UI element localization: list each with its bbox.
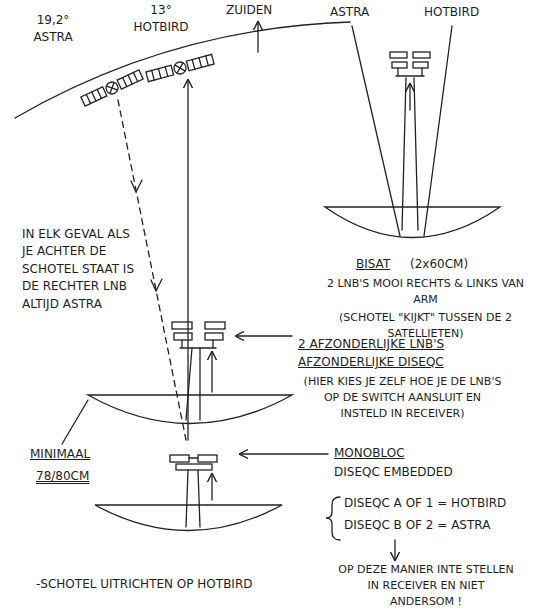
size-label: 78/80CM [36,468,89,485]
leader-line [62,400,88,444]
lnb-symbol [390,52,430,76]
note-text: 2 LNB'S MOOI RECHTS & LINKS VAN ARM [318,276,533,308]
satellite-symbol [146,53,215,82]
dish-arm [186,348,200,420]
note-text: IN ELK GEVAL ALS JE ACHTER DE SCHOTEL ST… [22,226,140,313]
direction-label: ZUIDEN [226,2,272,19]
satellite-label: ASTRA [330,4,369,21]
pointer-arrow [240,453,328,454]
dish-symbol [88,395,292,424]
dish-title: MONOBLOC [334,445,405,462]
signal-arrow [211,474,212,500]
signal-arrow [131,180,142,192]
setting-text: DISEQC B OF 2 = ASTRA [344,517,490,534]
note-text: -SCHOTEL UITRICHTEN OP HOTBIRD [36,576,253,593]
satellite-label: 13° HOTBIRD [128,2,194,37]
dish-symbol [325,207,500,238]
satellite-label: HOTBIRD [424,4,479,21]
pointer-arrow [394,540,395,560]
satellite-label: 19,2° ASTRA [26,12,80,47]
signal-arrow [211,352,212,392]
direction-arrow [257,22,258,52]
note-text: OP DEZE MANIER INTE STELLEN IN RECEIVER … [336,562,516,610]
note-text: (HIER KIES JE ZELF HOE JE DE LNB'S OP DE… [300,374,505,422]
dish-size: (2x60CM) [410,256,468,273]
setting-text: DISEQC A OF 1 = HOTBIRD [344,495,506,512]
brace [326,497,340,540]
size-label: MINIMAAL [30,446,90,463]
lnb-symbol [170,455,217,470]
dish-subtitle: DISEQC EMBEDDED [334,464,453,481]
signal-arrow [409,84,410,110]
dish-title: 2 AFZONDERLIJKE LNB'S [298,336,444,353]
satellite-symbol [80,69,143,107]
dish-arm [186,470,200,527]
pointer-arrow [236,335,292,336]
dish-symbol [95,505,282,531]
dish-title: BISAT [356,256,390,273]
lnb-symbol [172,322,225,348]
signal-arrow [151,279,162,291]
dish-title: AFZONDERLIJKE DISEQC [298,354,444,371]
